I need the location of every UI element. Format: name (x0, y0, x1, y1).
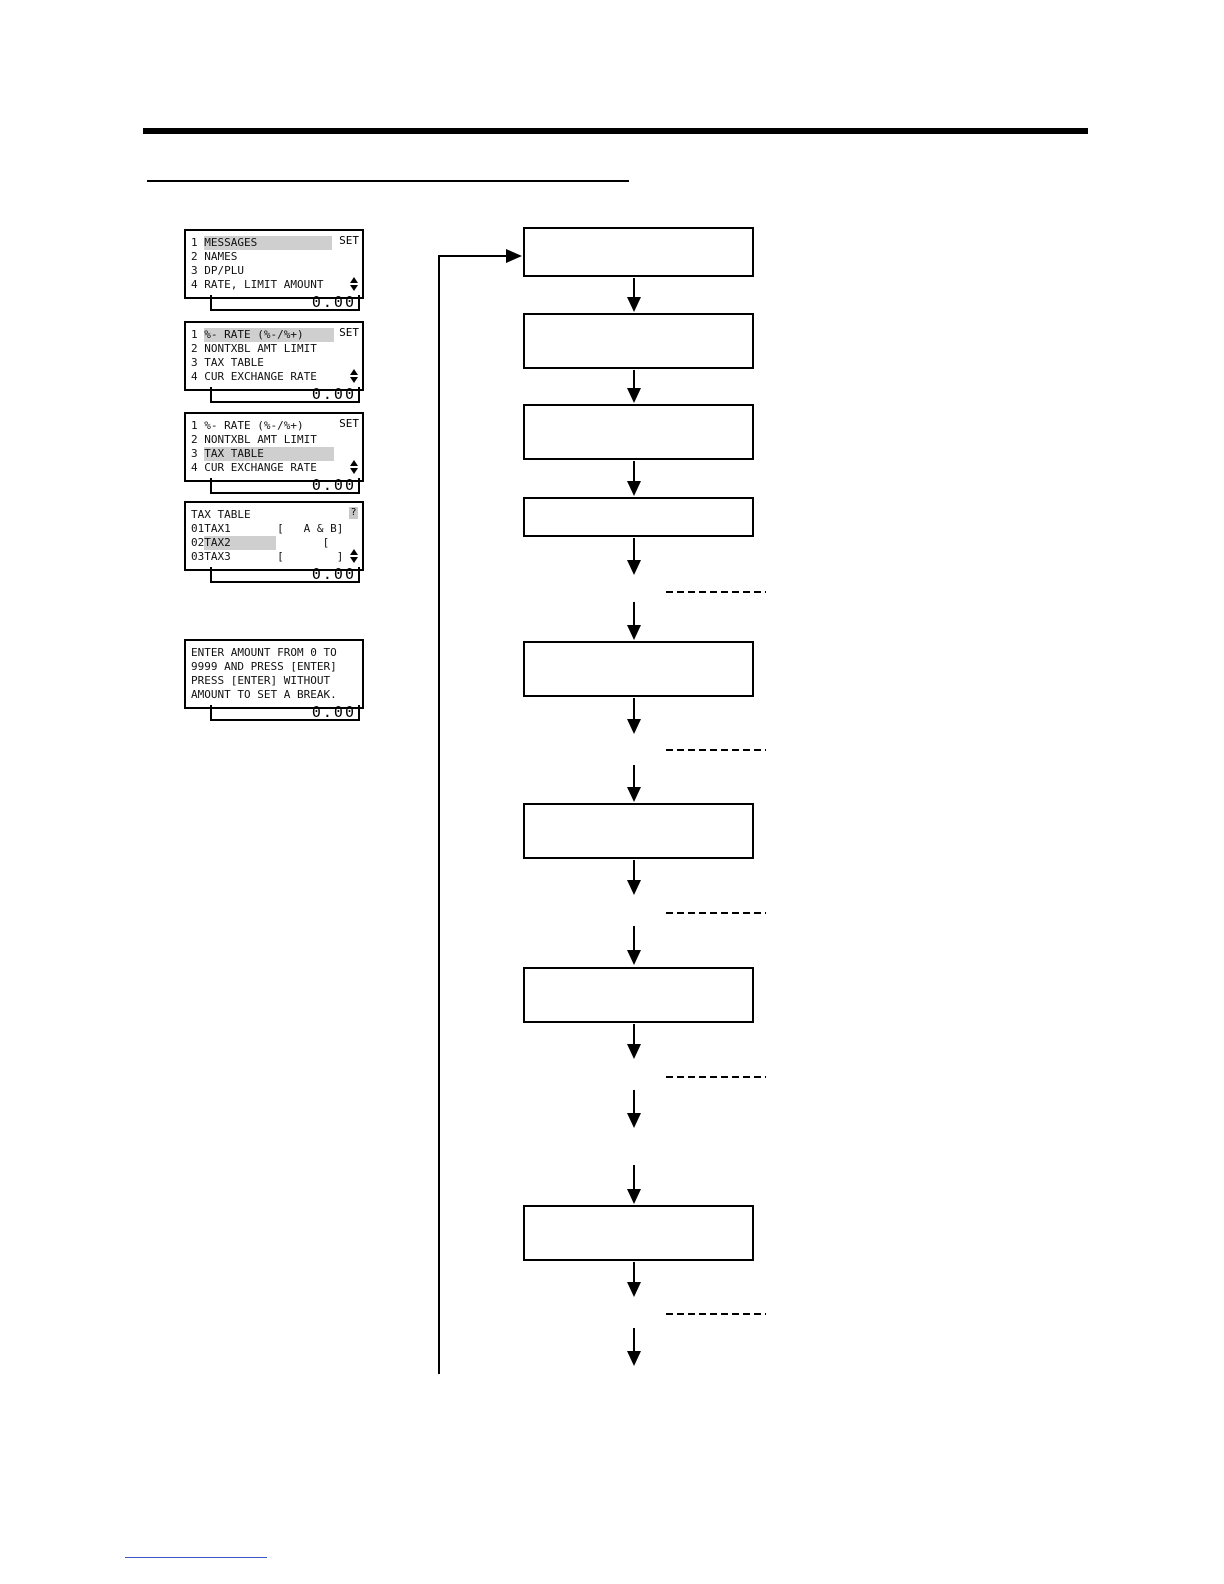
lcd-amount-panel: 0.00 (210, 476, 360, 494)
set-indicator: SET (339, 417, 359, 430)
flow-step-box-7 (523, 967, 754, 1023)
footer-link-underline (125, 1557, 267, 1558)
amount-readout: 0.00 (311, 565, 356, 583)
up-down-arrow-icon (350, 460, 358, 474)
flow-arrowhead (627, 481, 641, 496)
lcd-line: 3 TAX TABLE (191, 447, 361, 461)
lcd-line: 2 NONTXBL AMT LIMIT (191, 342, 317, 355)
flow-arrowhead (627, 1113, 641, 1128)
lcd-line: AMOUNT TO SET A BREAK. (191, 688, 337, 701)
lcd-line: 2 NAMES (191, 250, 238, 263)
flow-arrowhead (627, 297, 641, 312)
amount-readout: 0.00 (311, 293, 356, 311)
flow-arrowhead (627, 787, 641, 802)
amount-readout: 0.00 (311, 476, 356, 494)
lcd-line: 1 %- RATE (%-/%+) (191, 419, 304, 432)
lcd-line: 3 DP/PLU (191, 264, 244, 277)
up-down-arrow-icon (350, 369, 358, 383)
flow-arrowhead (627, 950, 641, 965)
amount-readout: 0.00 (311, 703, 356, 721)
up-down-arrow-icon (350, 277, 358, 291)
lcd-line: 01TAX1 [ A & B] (191, 522, 344, 535)
flow-arrowhead (627, 880, 641, 895)
lcd-line: 4 CUR EXCHANGE RATE (191, 461, 317, 474)
flow-arrowhead (627, 1189, 641, 1204)
flow-arrowhead (627, 719, 641, 734)
lcd-line: PRESS [ENTER] WITHOUT (191, 674, 331, 687)
flow-step-box-4 (523, 497, 754, 537)
flow-step-box-2 (523, 313, 754, 369)
flow-step-box-5 (523, 641, 754, 697)
set-indicator: SET (339, 326, 359, 339)
lcd-line: ENTER AMOUNT FROM 0 TO (191, 646, 337, 659)
loop-back-arrowhead (506, 249, 522, 263)
flow-arrowhead (627, 1044, 641, 1059)
flow-step-box-6 (523, 803, 754, 859)
help-indicator: ? (349, 507, 358, 519)
header-rule (143, 128, 1088, 134)
lcd-line: 2 NONTXBL AMT LIMIT (191, 433, 317, 446)
flow-arrowhead (627, 1282, 641, 1297)
lcd-line: 4 RATE, LIMIT AMOUNT (191, 278, 324, 291)
lcd-line: 1 %- RATE (%-/%+) (191, 328, 361, 342)
flow-step-box-8 (523, 1205, 754, 1261)
loop-back-line (438, 255, 506, 1374)
flow-step-box-1 (523, 227, 754, 277)
lcd-line: 03TAX3 [ ] (191, 550, 344, 563)
flow-step-box-3 (523, 404, 754, 460)
set-indicator: SET (339, 234, 359, 247)
lcd-line: 02TAX2 [ ] (191, 536, 330, 550)
up-down-arrow-icon (350, 549, 358, 563)
flow-arrowhead (627, 625, 641, 640)
flow-arrowhead (627, 388, 641, 403)
lcd-amount-panel: 0.00 (210, 385, 360, 403)
lcd-line: 1 MESSAGES (191, 236, 361, 250)
lcd-line: 3 TAX TABLE (191, 356, 264, 369)
amount-readout: 0.00 (311, 385, 356, 403)
section-title-underline (147, 180, 629, 182)
lcd-amount-panel: 0.00 (210, 565, 360, 583)
flow-arrowhead (627, 560, 641, 575)
flow-arrowhead (627, 1351, 641, 1366)
lcd-line: TAX TABLE (191, 508, 251, 521)
lcd-line: 4 CUR EXCHANGE RATE (191, 370, 317, 383)
lcd-amount-panel: 0.00 (210, 703, 360, 721)
lcd-line: 9999 AND PRESS [ENTER] (191, 660, 337, 673)
lcd-amount-panel: 0.00 (210, 293, 360, 311)
